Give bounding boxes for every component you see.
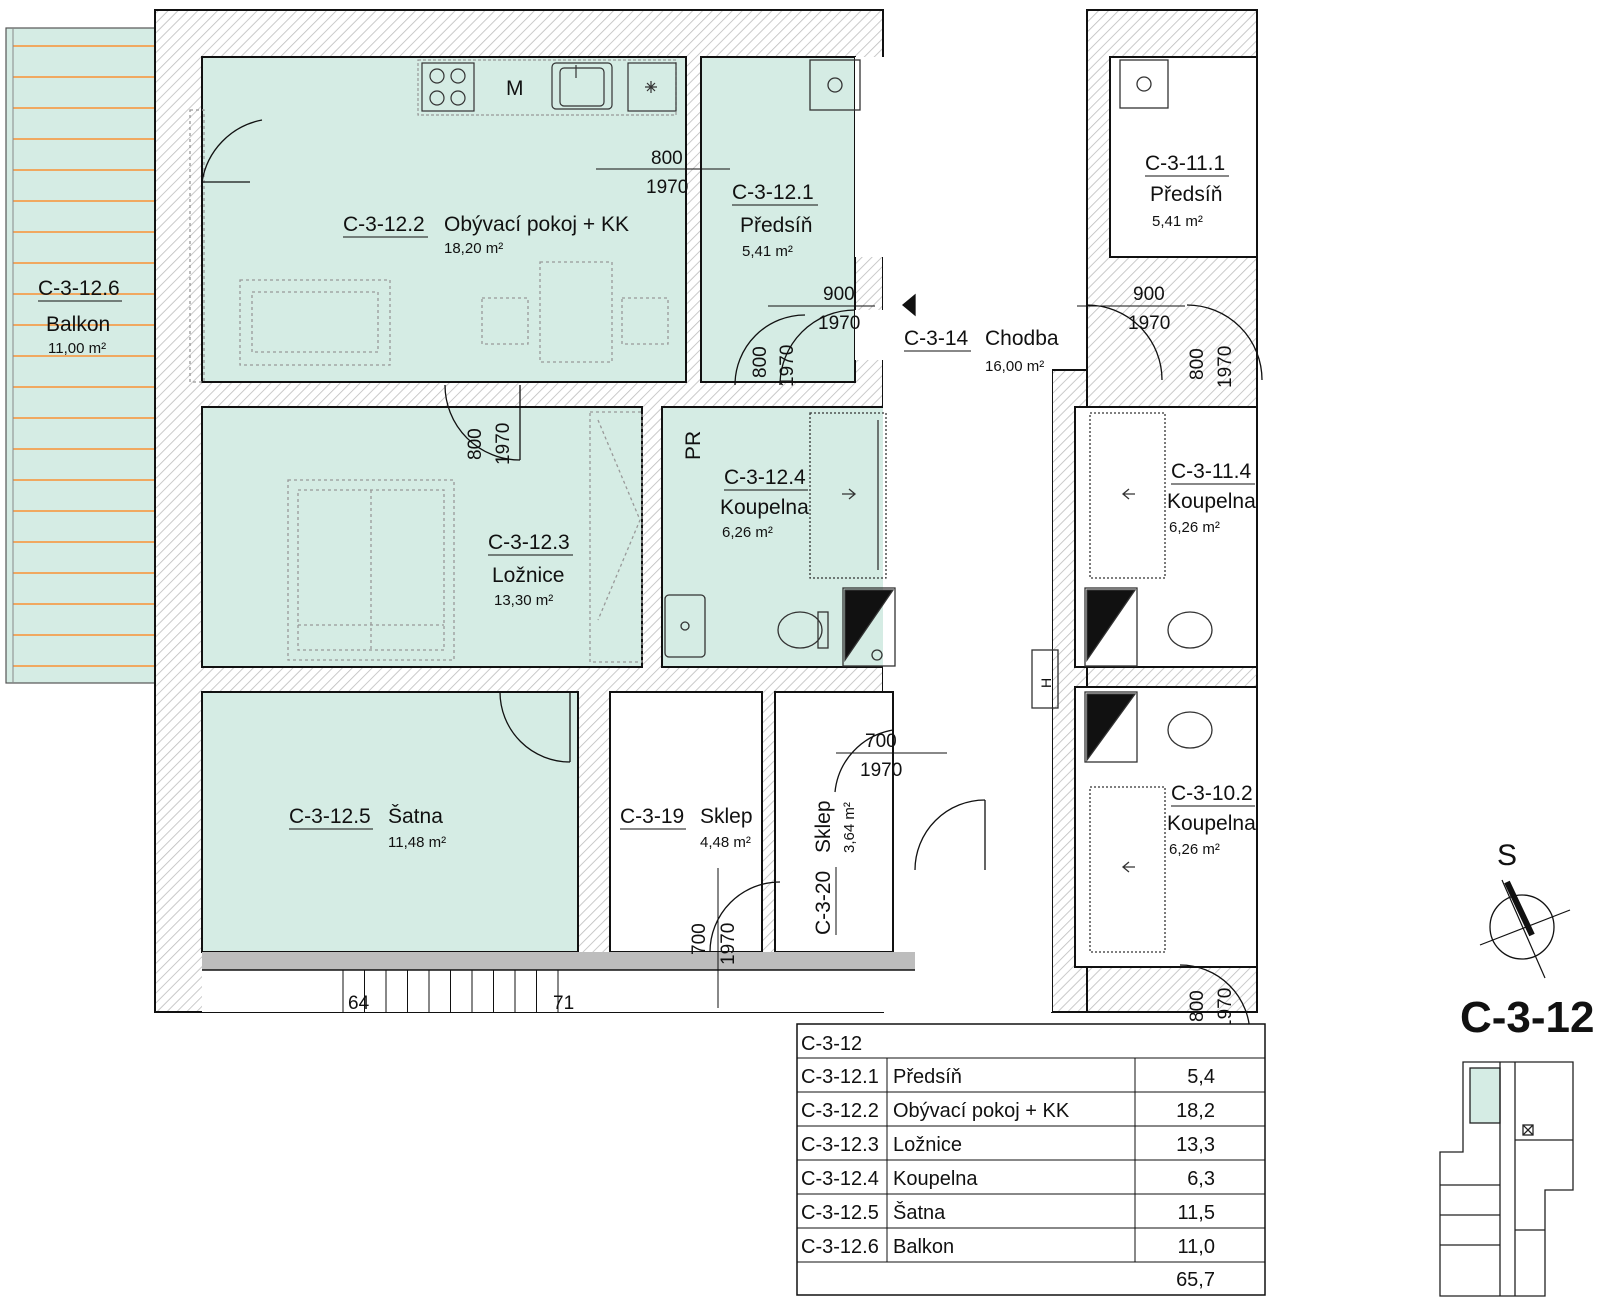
room-name-chodba: Chodba <box>985 327 1059 350</box>
door-height-d9: 1970 <box>1215 988 1236 1030</box>
room-name-obyvaci: Obývací pokoj + KK <box>444 213 629 236</box>
right-fixtures <box>1031 59 1213 953</box>
room-name-sklep19: Sklep <box>700 805 753 828</box>
door-dimensions: 800 1970 900 1970 800 1970 800 1970 900 … <box>465 148 1236 1030</box>
room-name-satna: Šatna <box>388 805 443 828</box>
room-area-koupelna: 6,26 m² <box>722 524 773 541</box>
table-cell-name: Předsíň <box>893 1066 962 1088</box>
door-width-d5: 900 <box>1133 284 1165 305</box>
table-cell-name: Balkon <box>893 1236 954 1258</box>
room-name-koupelna-10: Koupelna <box>1167 812 1256 835</box>
room-area-chodba: 16,00 m² <box>985 358 1044 375</box>
dining-sofa-outline <box>189 109 669 383</box>
table-cell-code: C-3-12.1 <box>801 1066 879 1088</box>
table-cell-name: Obývací pokoj + KK <box>893 1100 1070 1122</box>
door-height-d5: 1970 <box>1128 313 1170 334</box>
room-code-balkon: C-3-12.6 <box>38 277 120 300</box>
microwave-label: M <box>506 77 524 100</box>
table-cell-name: Koupelna <box>893 1168 978 1190</box>
table-cell-value: 18,2 <box>1176 1100 1215 1122</box>
balcony-rails <box>13 45 156 667</box>
room-code-predsin-11: C-3-11.1 <box>1145 152 1225 175</box>
table-cell-value: 5,4 <box>1187 1066 1215 1088</box>
door-height-d8: 1970 <box>718 923 739 965</box>
table-header: C-3-12 <box>801 1033 862 1055</box>
room-code-koupelna: C-3-12.4 <box>724 466 806 489</box>
table-cell-name: Šatna <box>893 1201 946 1224</box>
hydrant-label: H <box>1038 678 1054 688</box>
room-labels: C-3-12.2 Obývací pokoj + KK 18,20 m² C-3… <box>38 77 1256 1014</box>
room-area-loznice: 13,30 m² <box>494 592 553 609</box>
key-plan <box>1439 1061 1574 1297</box>
bathroom-fixtures <box>664 59 896 667</box>
room-name-koupelna-11: Koupelna <box>1167 490 1256 513</box>
room-code-loznice: C-3-12.3 <box>488 531 570 554</box>
bed-outline <box>287 411 643 663</box>
room-area-satna: 11,48 m² <box>388 834 446 851</box>
room-area-predsin: 5,41 m² <box>742 243 793 260</box>
room-code-chodba: C-3-14 <box>904 327 969 350</box>
room-code-predsin: C-3-12.1 <box>732 181 814 204</box>
table-cell-name: Ložnice <box>893 1134 962 1156</box>
area-table: C-3-12 C-3-12.1 Předsíň 5,4C-3-12.2 Obývací… <box>796 1023 1266 1296</box>
compass: S <box>1479 839 1571 979</box>
balcony <box>5 27 157 684</box>
room-area-sklep19: 4,48 m² <box>700 834 751 851</box>
stair-steps <box>342 970 559 1012</box>
door-width-d7: 700 <box>865 731 897 752</box>
stair-number-71: 71 <box>553 993 574 1014</box>
room-area-koupelna-10: 6,26 m² <box>1169 841 1220 858</box>
door-height-d7: 1970 <box>860 760 902 781</box>
door-width-d1: 800 <box>651 148 683 169</box>
door-width-d8: 700 <box>689 923 710 955</box>
room-area-sklep20: 3,64 m² <box>841 802 858 853</box>
table-cell-value: 13,3 <box>1176 1134 1215 1156</box>
room-code-sklep20: C-3-20 <box>812 871 835 935</box>
kitchen-counter <box>417 59 677 116</box>
pr-label: PR <box>682 431 705 460</box>
stair-number-64: 64 <box>348 993 370 1014</box>
table-rows: C-3-12.1 Předsíň 5,4C-3-12.2 Obývací pokoj … <box>797 1066 1265 1263</box>
compass-letter: S <box>1497 839 1517 872</box>
room-name-koupelna: Koupelna <box>720 496 809 519</box>
table-cell-code: C-3-12.4 <box>801 1168 879 1190</box>
door-width-d9: 800 <box>1187 990 1208 1022</box>
room-area-predsin-11: 5,41 m² <box>1152 213 1203 230</box>
room-code-obyvaci: C-3-12.2 <box>343 213 425 236</box>
table-cell-code: C-3-12.5 <box>801 1202 879 1224</box>
room-name-balkon: Balkon <box>46 313 110 336</box>
room-area-koupelna-11: 6,26 m² <box>1169 519 1220 536</box>
table-cell-value: 6,3 <box>1187 1168 1215 1190</box>
door-height-d6: 1970 <box>1215 346 1236 388</box>
door-width-d2: 900 <box>823 284 855 305</box>
table-cell-code: C-3-12.2 <box>801 1100 879 1122</box>
room-name-sklep20: Sklep <box>812 800 835 853</box>
room-code-koupelna-11: C-3-11.4 <box>1171 460 1251 483</box>
room-name-predsin: Předsíň <box>740 214 812 237</box>
room-area-obyvaci: 18,20 m² <box>444 240 503 257</box>
door-height-d1: 1970 <box>646 177 688 198</box>
table-cell-value: 11,5 <box>1178 1202 1215 1224</box>
door-width-d4: 800 <box>465 428 486 460</box>
room-name-predsin-11: Předsíň <box>1150 183 1222 206</box>
room-code-sklep19: C-3-19 <box>620 805 684 828</box>
door-height-d3: 1970 <box>777 345 798 387</box>
room-area-balkon: 11,00 m² <box>48 340 106 357</box>
table-total: 65,7 <box>1176 1269 1215 1291</box>
unit-title: C-3-12 <box>1460 993 1595 1042</box>
door-width-d6: 800 <box>1187 348 1208 380</box>
room-code-satna: C-3-12.5 <box>289 805 371 828</box>
table-cell-code: C-3-12.3 <box>801 1134 879 1156</box>
room-code-koupelna-10: C-3-10.2 <box>1171 782 1253 805</box>
room-name-loznice: Ložnice <box>492 564 564 587</box>
table-cell-code: C-3-12.6 <box>801 1236 879 1258</box>
door-height-d4: 1970 <box>493 423 514 465</box>
door-swings <box>201 119 1263 1036</box>
table-cell-value: 11,0 <box>1178 1236 1215 1258</box>
door-width-d3: 800 <box>750 346 771 378</box>
door-height-d2: 1970 <box>818 313 860 334</box>
